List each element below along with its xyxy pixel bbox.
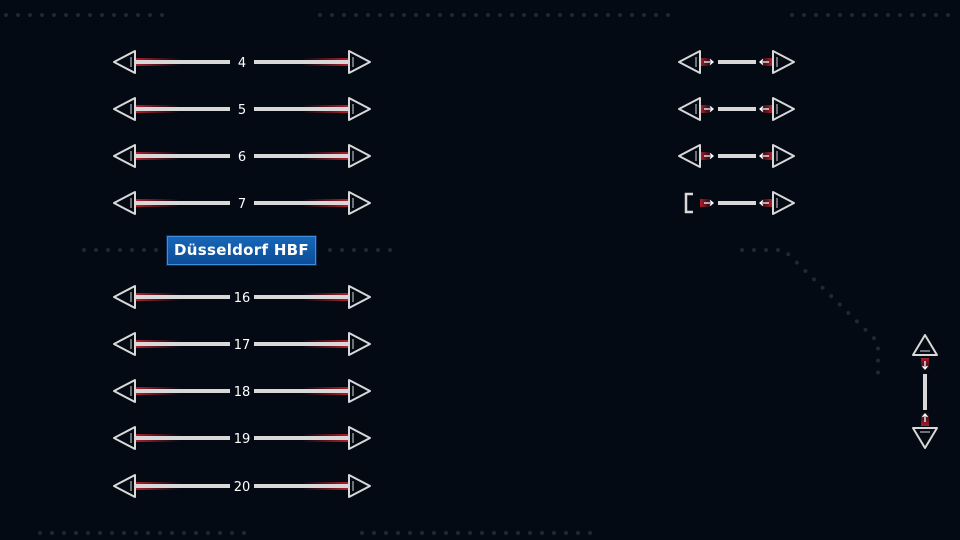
track-right-arrow-icon[interactable] xyxy=(348,474,371,498)
track-number: 17 xyxy=(234,338,251,353)
track-row[interactable]: 6 xyxy=(113,144,371,168)
track-number: 6 xyxy=(238,150,246,165)
direction-arrow-icon xyxy=(704,153,715,159)
dot-trails xyxy=(4,13,956,535)
track-number: 4 xyxy=(238,56,246,71)
track-up-arrow-icon[interactable] xyxy=(912,334,938,356)
track-right-arrow-icon[interactable] xyxy=(348,285,371,309)
track-number: 5 xyxy=(238,103,246,118)
short-track-row[interactable] xyxy=(678,50,795,74)
track-left-arrow-icon[interactable] xyxy=(113,474,136,498)
track-left-arrow-icon[interactable] xyxy=(113,426,136,450)
track-right-arrow-icon[interactable] xyxy=(348,50,371,74)
left-track-list: 4 5 6 7 16 17 18 19 20 xyxy=(113,50,371,498)
track-row[interactable]: 19 xyxy=(113,426,371,450)
track-right-arrow-icon[interactable] xyxy=(772,144,795,168)
track-left-arrow-icon[interactable] xyxy=(113,50,136,74)
short-track-row[interactable] xyxy=(684,191,795,215)
short-track-row[interactable] xyxy=(678,144,795,168)
track-right-arrow-icon[interactable] xyxy=(348,144,371,168)
dot-trail-curve xyxy=(740,248,880,386)
buffer-stop-icon[interactable] xyxy=(684,192,693,214)
direction-arrow-icon xyxy=(922,412,928,422)
direction-arrow-icon xyxy=(758,59,769,65)
direction-arrow-icon xyxy=(758,106,769,112)
short-track-row[interactable] xyxy=(678,97,795,121)
track-left-arrow-icon[interactable] xyxy=(113,144,136,168)
track-right-arrow-icon[interactable] xyxy=(348,191,371,215)
track-left-arrow-icon[interactable] xyxy=(113,285,136,309)
direction-arrow-icon xyxy=(704,200,715,206)
direction-arrow-icon xyxy=(758,153,769,159)
track-left-arrow-icon[interactable] xyxy=(113,332,136,356)
track-row[interactable]: 4 xyxy=(113,50,371,74)
track-right-arrow-icon[interactable] xyxy=(772,191,795,215)
track-left-arrow-icon[interactable] xyxy=(113,191,136,215)
track-left-arrow-icon[interactable] xyxy=(113,379,136,403)
track-row[interactable]: 7 xyxy=(113,191,371,215)
direction-arrow-icon xyxy=(922,361,928,371)
track-number: 18 xyxy=(234,385,251,400)
station-name-label[interactable]: Düsseldorf HBF xyxy=(167,236,316,265)
vertical-track[interactable] xyxy=(912,334,938,449)
track-number: 19 xyxy=(234,432,251,447)
track-row[interactable]: 5 xyxy=(113,97,371,121)
track-left-arrow-icon[interactable] xyxy=(678,97,701,121)
track-right-arrow-icon[interactable] xyxy=(772,97,795,121)
track-right-arrow-icon[interactable] xyxy=(348,332,371,356)
track-row[interactable]: 16 xyxy=(113,285,371,309)
track-row[interactable]: 18 xyxy=(113,379,371,403)
track-number: 16 xyxy=(234,291,251,306)
track-left-arrow-icon[interactable] xyxy=(678,50,701,74)
track-right-arrow-icon[interactable] xyxy=(348,379,371,403)
track-row[interactable]: 17 xyxy=(113,332,371,356)
right-track-list xyxy=(678,50,795,215)
track-left-arrow-icon[interactable] xyxy=(113,97,136,121)
direction-arrow-icon xyxy=(704,59,715,65)
direction-arrow-icon xyxy=(704,106,715,112)
track-left-arrow-icon[interactable] xyxy=(678,144,701,168)
track-down-arrow-icon[interactable] xyxy=(912,427,938,449)
track-right-arrow-icon[interactable] xyxy=(772,50,795,74)
direction-arrow-icon xyxy=(758,200,769,206)
track-right-arrow-icon[interactable] xyxy=(348,426,371,450)
track-right-arrow-icon[interactable] xyxy=(348,97,371,121)
track-row[interactable]: 20 xyxy=(113,474,371,498)
track-number: 7 xyxy=(238,197,246,212)
track-number: 20 xyxy=(234,480,251,495)
